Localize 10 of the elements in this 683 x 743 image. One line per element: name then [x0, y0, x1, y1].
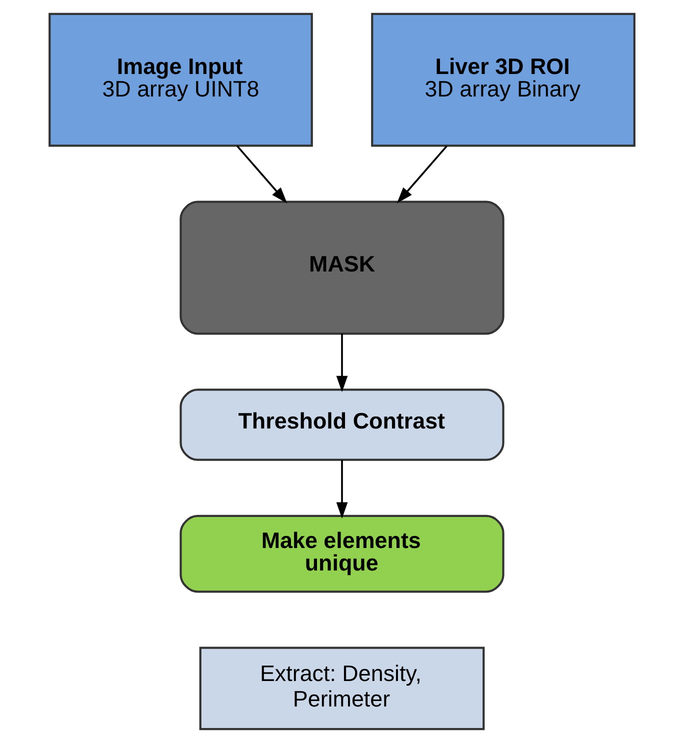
node-box: Liver 3D ROI 3D array Binary	[370, 12, 635, 147]
node-box: Threshold Contrast	[179, 388, 504, 461]
arrow	[236, 145, 287, 204]
node-box: Extract: Density, Perimeter	[198, 646, 484, 730]
arrow	[336, 334, 348, 392]
node-box: Image Input 3D array UINT8	[48, 12, 312, 147]
node-box: Make elements unique	[179, 514, 504, 593]
node-box: MASK	[179, 200, 504, 335]
arrow	[336, 460, 348, 519]
arrow	[396, 145, 448, 204]
